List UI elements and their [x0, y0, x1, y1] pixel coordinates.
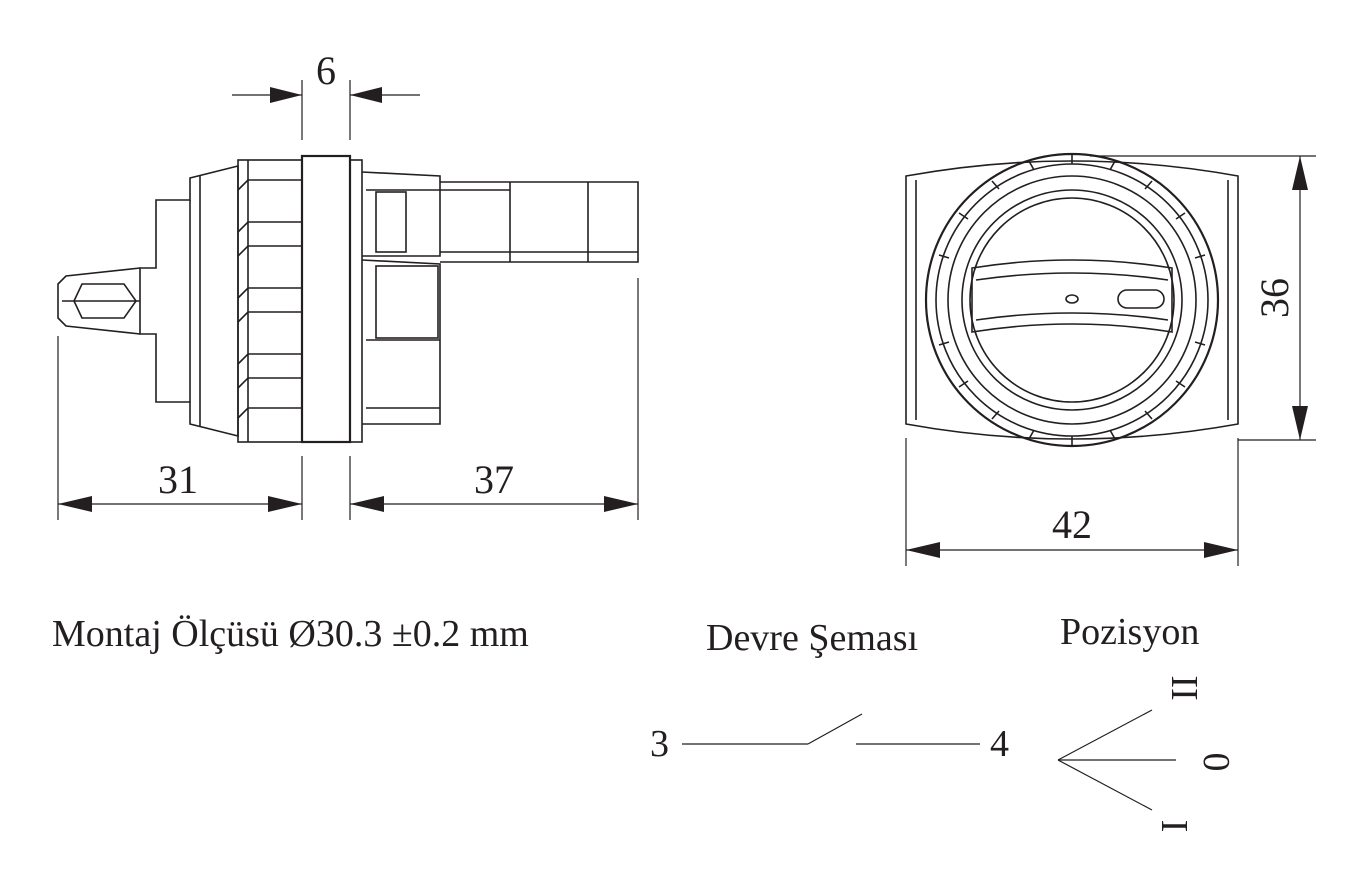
switch-contact: [807, 713, 863, 745]
front-extension-lines: [905, 155, 1316, 566]
rear-body: [139, 164, 239, 438]
position-label-upper: II: [1163, 675, 1205, 700]
position-caption: Pozisyon: [1060, 611, 1199, 653]
dim-37-label: 37: [474, 457, 514, 502]
front-housing: [905, 160, 1239, 440]
dim-6-label: 6: [316, 48, 336, 93]
knob-center-dot: [1065, 294, 1079, 304]
knob-pointer: [1117, 289, 1165, 309]
position-label-lower: I: [1153, 820, 1195, 833]
plunger-tip: [57, 267, 141, 335]
position-line-upper: [1057, 709, 1153, 761]
front-view: 36 42: [905, 152, 1316, 566]
dim-42-label: 42: [1052, 502, 1092, 547]
dim-36-label: 36: [1252, 278, 1297, 318]
circuit-diagram-caption: Devre Şeması: [706, 617, 918, 659]
position-label-middle: 0: [1195, 753, 1237, 772]
knob-shaft: [440, 181, 639, 263]
side-view: 6 31 37: [57, 48, 639, 520]
position-diagram: II 0 I: [1057, 675, 1237, 833]
terminal-3-label: 3: [650, 723, 669, 765]
circuit-diagram: 3 4: [650, 713, 1009, 765]
dimension-42: 42: [906, 502, 1238, 558]
dimension-31: 31: [58, 457, 302, 512]
terminal-4-label: 4: [990, 723, 1009, 765]
knob-face: [961, 189, 1183, 411]
knurl-ribs: [237, 179, 302, 419]
front-housing-upper: [361, 171, 441, 257]
mounting-size-caption: Montaj Ölçüsü Ø30.3 ±0.2 mm: [52, 613, 529, 655]
mounting-flange: [300, 154, 352, 444]
position-line-lower: [1057, 759, 1153, 811]
bezel-notches: [938, 154, 1206, 446]
dimension-36: 36: [1252, 156, 1308, 440]
dim-31-label: 31: [158, 457, 198, 502]
dimension-6: 6: [232, 48, 420, 103]
side-extension-lines: [57, 80, 639, 520]
dimension-37: 37: [350, 457, 638, 512]
front-housing-lower: [361, 259, 441, 425]
knob-grip: [971, 259, 1173, 333]
